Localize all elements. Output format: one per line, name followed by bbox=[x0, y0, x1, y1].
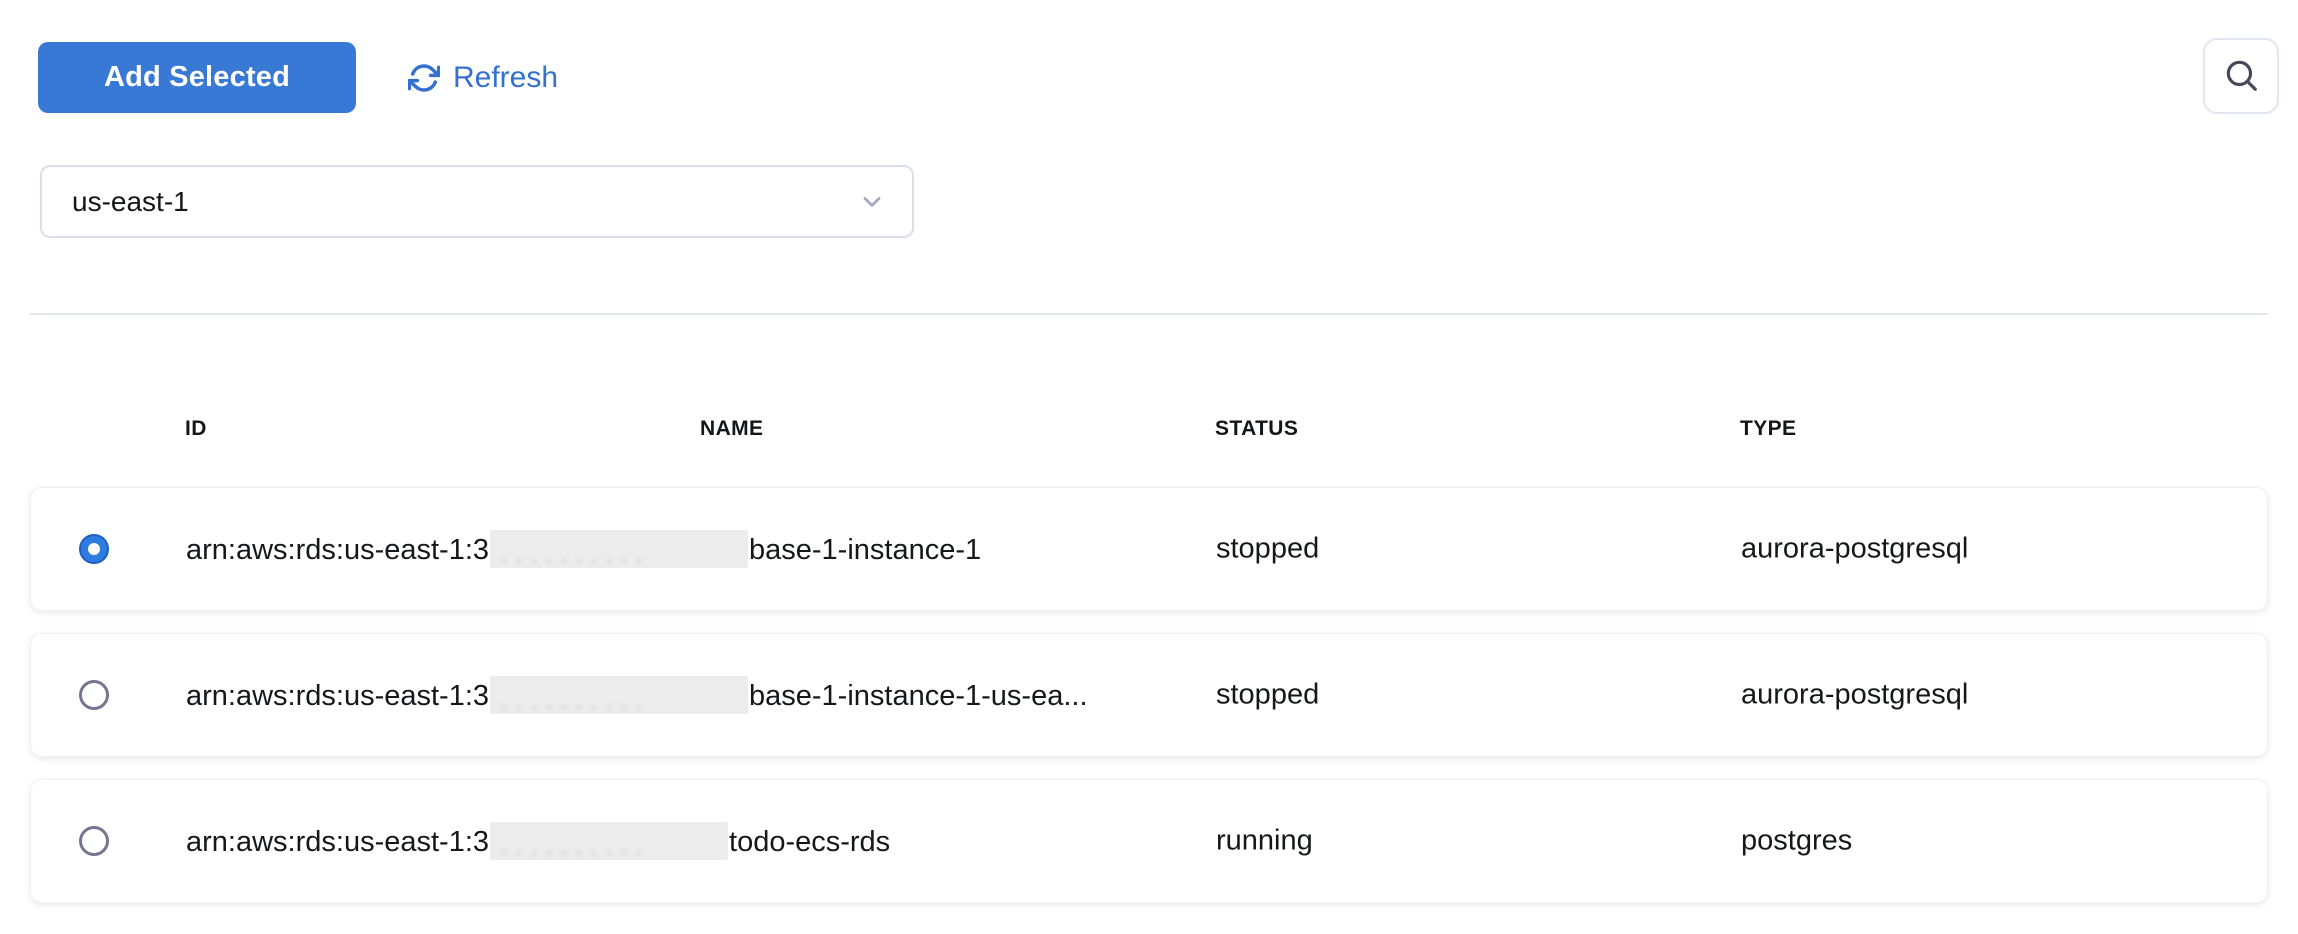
row-status-cell: running bbox=[1216, 824, 1313, 857]
row-type-cell: aurora-postgresql bbox=[1741, 678, 1969, 711]
refresh-label: Refresh bbox=[453, 60, 559, 94]
redacted-text-block bbox=[490, 822, 729, 860]
row-id-suffix: base-1-instance-1 bbox=[749, 534, 982, 566]
row-id-prefix: arn:aws:rds:us-east-1:3 bbox=[186, 680, 490, 712]
redacted-text-block bbox=[490, 676, 749, 714]
table-row[interactable]: arn:aws:rds:us-east-1:3 base-1-instance-1… bbox=[30, 487, 2268, 611]
toolbar-divider bbox=[30, 313, 2268, 315]
row-radio[interactable] bbox=[79, 534, 109, 564]
table-row[interactable]: arn:aws:rds:us-east-1:3 todo-ecs-rds runn… bbox=[30, 779, 2268, 903]
redacted-text-block bbox=[490, 530, 749, 568]
column-header-name: NAME bbox=[700, 417, 764, 440]
chevron-down-icon bbox=[858, 188, 886, 216]
column-header-id: ID bbox=[185, 417, 207, 440]
region-dropdown-value: us-east-1 bbox=[72, 185, 189, 217]
add-selected-button[interactable]: Add Selected bbox=[38, 42, 356, 113]
row-id-cell: arn:aws:rds:us-east-1:3 todo-ecs-rds bbox=[186, 822, 890, 860]
row-status-cell: stopped bbox=[1216, 678, 1320, 711]
row-id-suffix: todo-ecs-rds bbox=[729, 826, 891, 858]
search-button[interactable] bbox=[2203, 38, 2279, 114]
column-header-status: STATUS bbox=[1215, 417, 1299, 440]
table-row[interactable]: arn:aws:rds:us-east-1:3 base-1-instance-1… bbox=[30, 633, 2268, 757]
row-radio[interactable] bbox=[79, 826, 109, 856]
row-id-cell: arn:aws:rds:us-east-1:3 base-1-instance-1 bbox=[186, 530, 981, 568]
column-header-type: TYPE bbox=[1740, 417, 1797, 440]
refresh-icon bbox=[408, 62, 440, 94]
refresh-button[interactable]: Refresh bbox=[408, 42, 558, 113]
search-icon bbox=[2222, 56, 2260, 97]
row-status-cell: stopped bbox=[1216, 532, 1320, 565]
row-id-prefix: arn:aws:rds:us-east-1:3 bbox=[186, 534, 490, 566]
row-id-suffix: base-1-instance-1-us-ea... bbox=[749, 680, 1088, 712]
row-type-cell: postgres bbox=[1741, 824, 1853, 857]
row-type-cell: aurora-postgresql bbox=[1741, 532, 1969, 565]
row-id-prefix: arn:aws:rds:us-east-1:3 bbox=[186, 826, 490, 858]
region-dropdown[interactable]: us-east-1 bbox=[40, 165, 914, 238]
row-id-cell: arn:aws:rds:us-east-1:3 base-1-instance-1… bbox=[186, 676, 1088, 714]
row-radio[interactable] bbox=[79, 680, 109, 710]
